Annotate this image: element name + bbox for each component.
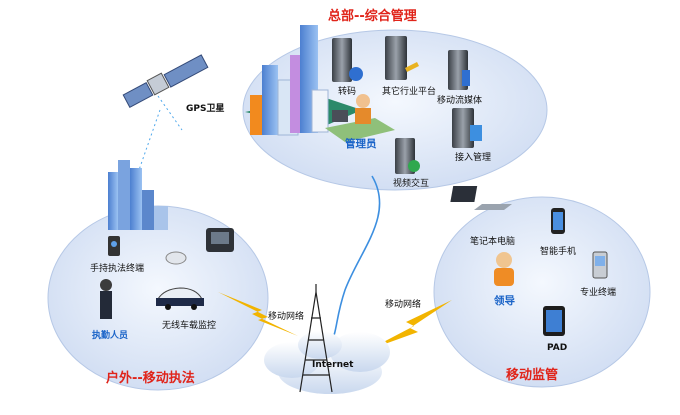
bolt-right <box>368 300 452 350</box>
leader-label: 领导 <box>494 295 515 307</box>
city-buildings-icon <box>108 160 168 230</box>
hq-title: 总部--综合管理 <box>328 9 417 24</box>
smartphone-icon <box>551 208 565 234</box>
smartphone-label: 智能手机 <box>540 247 577 257</box>
server-access-icon <box>452 108 482 148</box>
server-video-icon <box>395 138 420 174</box>
hq-zone <box>242 29 548 191</box>
satellite-label: GPS卫星 <box>186 104 225 114</box>
vehicle-label: 无线车载监控 <box>162 321 217 331</box>
laptop-icon <box>450 186 512 210</box>
officer-icon <box>100 279 112 319</box>
laptop-label: 笔记本电脑 <box>470 237 516 247</box>
server-mobile-media-icon <box>448 50 470 90</box>
internet-label: Internet <box>312 360 354 370</box>
monitor-zone <box>433 196 651 388</box>
admin-label: 管理员 <box>345 138 377 150</box>
terminal-label: 专业终端 <box>580 288 617 298</box>
server-other-platform-icon <box>385 36 419 80</box>
transcode-label: 转码 <box>338 87 357 97</box>
satellite-icon <box>122 54 209 108</box>
handheld-terminal-icon <box>108 236 120 256</box>
hq-buildings-icon <box>245 25 362 136</box>
terminal-icon <box>592 251 608 279</box>
mobile-media-label: 移动流媒体 <box>437 96 483 106</box>
mobile-net-right-label: 移动网络 <box>385 300 422 310</box>
access-mgmt-label: 接入管理 <box>455 153 492 163</box>
other-platform-label: 其它行业平台 <box>382 87 437 97</box>
server-transcode-icon <box>332 38 363 82</box>
officer-label: 执勤人员 <box>92 331 129 341</box>
video-exchange-label: 视频交互 <box>393 179 430 189</box>
admin-icon <box>325 94 395 142</box>
pad-icon <box>543 306 565 336</box>
handheld-label: 手持执法终端 <box>90 264 145 274</box>
hq-internet-link <box>329 175 381 346</box>
pad-label: PAD <box>547 343 568 353</box>
radio-tower-icon <box>299 284 333 393</box>
monitor-title: 移动监管 <box>506 368 559 383</box>
case-device-icon <box>206 228 234 252</box>
bolt-left <box>218 292 298 336</box>
mobile-net-left-label: 移动网络 <box>268 312 305 322</box>
leader-icon <box>494 252 514 286</box>
camera-dome-icon <box>165 251 187 265</box>
police-car-icon <box>156 287 204 310</box>
outdoor-title: 户外--移动执法 <box>106 371 195 386</box>
